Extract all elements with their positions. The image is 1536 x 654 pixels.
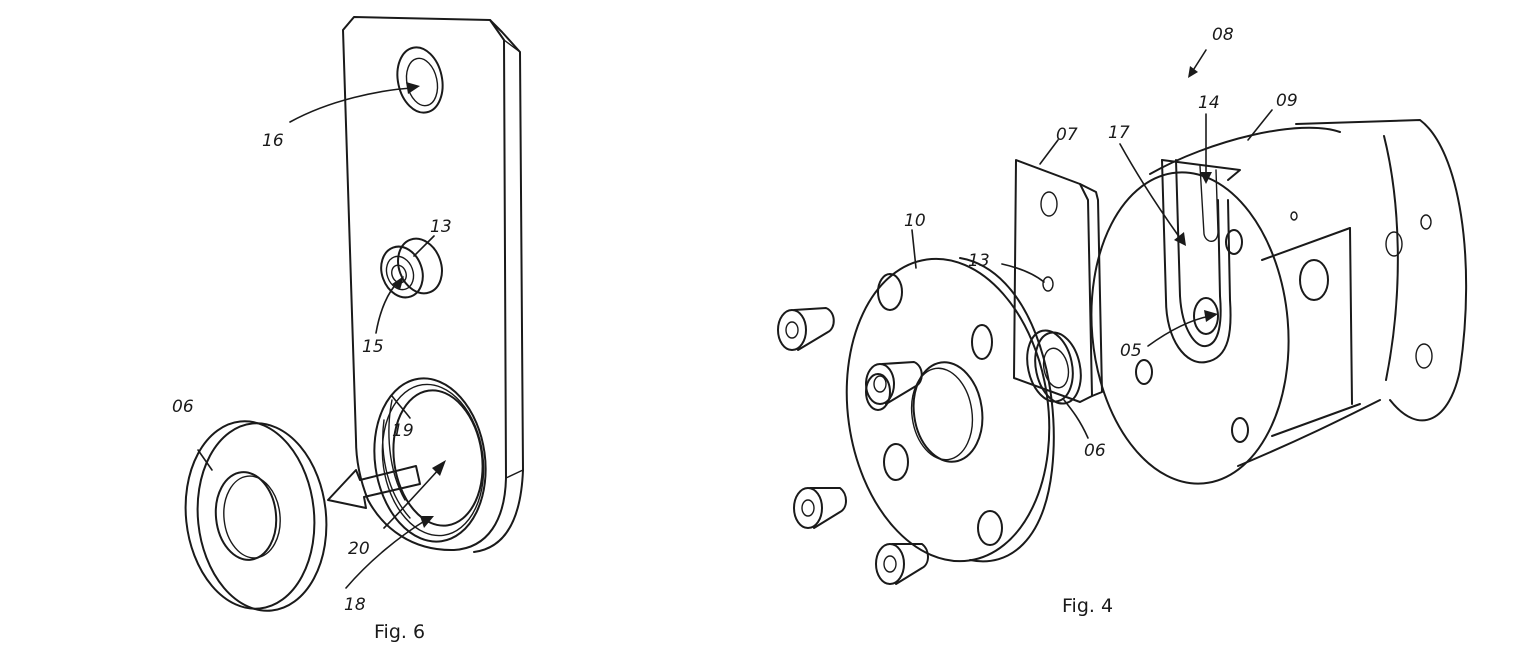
- hub-body: [1090, 119, 1468, 485]
- label-15: 15: [362, 337, 384, 357]
- label-17: 17: [1108, 123, 1130, 143]
- fig4-leaders: [911, 49, 1273, 439]
- direction-arrow: [327, 465, 421, 509]
- plate-07: [1013, 159, 1103, 403]
- label-08: 08: [1212, 25, 1234, 45]
- screw-3: [793, 487, 847, 529]
- washer-ring: [184, 420, 328, 612]
- label-06-fig4: 06: [1084, 441, 1106, 461]
- label-13: 13: [430, 217, 452, 237]
- washer-06: [1026, 329, 1082, 405]
- caption-fig4: Fig. 4: [1062, 595, 1113, 617]
- figure-6: 16 13 15 06 19 20 18 Fig. 6: [172, 16, 524, 643]
- label-13-fig4: 13: [968, 251, 990, 271]
- pin-bushing: [380, 237, 443, 299]
- label-09: 09: [1276, 91, 1298, 111]
- screw-1: [777, 307, 835, 351]
- label-19: 19: [392, 421, 414, 441]
- label-16: 16: [262, 131, 284, 151]
- label-20: 20: [348, 539, 370, 559]
- bracket-plate: [342, 16, 524, 553]
- label-06: 06: [172, 397, 194, 417]
- upper-bore-hole: [396, 46, 444, 114]
- label-07: 07: [1056, 125, 1078, 145]
- label-18: 18: [344, 595, 366, 615]
- label-10: 10: [904, 211, 926, 231]
- label-14: 14: [1198, 93, 1220, 113]
- caption-fig6: Fig. 6: [374, 621, 425, 643]
- figure-4: 08 14 09 17 07 10 13 05 06 Fig. 4: [777, 25, 1468, 617]
- screw-4: [875, 543, 929, 585]
- fig6-leaders: [197, 82, 446, 589]
- label-05: 05: [1120, 341, 1142, 361]
- flange-disc: [845, 257, 1055, 563]
